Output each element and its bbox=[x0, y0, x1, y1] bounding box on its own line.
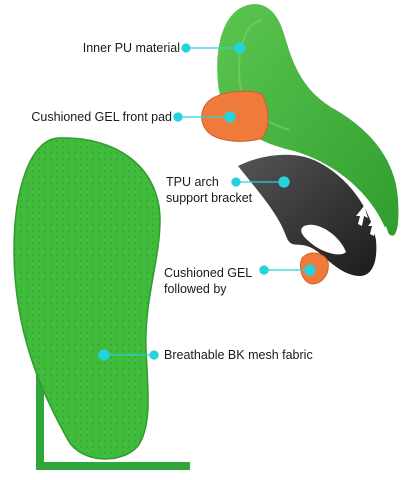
arrow-up-icon bbox=[356, 206, 390, 246]
label-gel-line2: followed by bbox=[164, 282, 227, 296]
label-tpu-line1: TPU arch bbox=[166, 175, 219, 189]
insole-top-layer bbox=[217, 4, 399, 236]
label-tpu-arch-support-bracket: TPU arch support bracket bbox=[166, 174, 276, 206]
label-gel-line1: Cushioned GEL bbox=[164, 266, 253, 280]
label-inner-pu-material: Inner PU material bbox=[82, 41, 180, 55]
label-tpu-line2: support bracket bbox=[166, 191, 253, 205]
flat-insole bbox=[13, 137, 161, 460]
label-cushioned-gel-front-pad: Cushioned GEL front pad bbox=[31, 110, 172, 124]
label-cushioned-gel-followed-by: Cushioned GEL followed by bbox=[164, 265, 264, 297]
label-breathable-mesh-fabric: Breathable BK mesh fabric bbox=[164, 348, 313, 362]
